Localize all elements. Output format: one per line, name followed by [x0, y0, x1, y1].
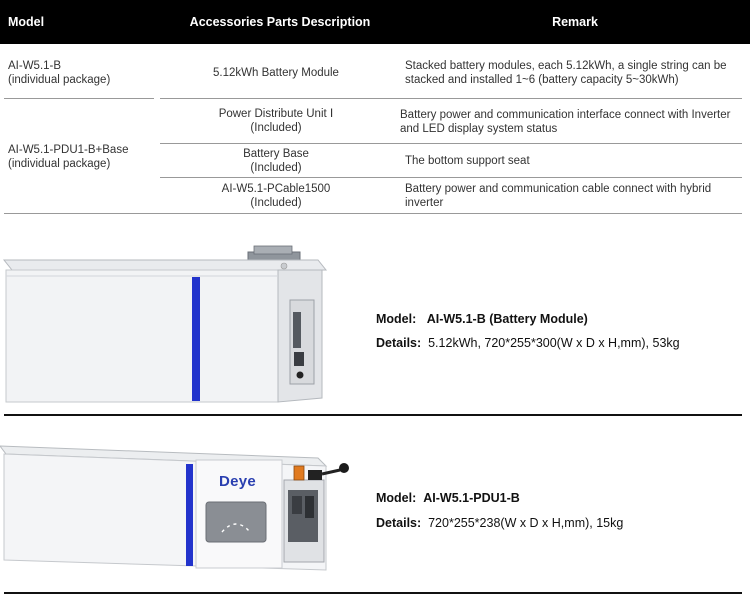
product1-details: Details: 5.12kWh, 720*255*300(W x D x H,…	[376, 336, 680, 350]
table-bottom-rule	[4, 213, 742, 214]
row2-item1-remark-line2: and LED display system status	[400, 123, 558, 135]
table-header: Model Accessories Parts Description Rema…	[0, 0, 750, 44]
product1-model-label: Model:	[376, 312, 417, 326]
row2-item1-desc-included: (Included)	[250, 122, 302, 134]
row2-item1-remark-line1: Battery power and communication interfac…	[400, 109, 731, 121]
product-separator-1	[4, 414, 742, 416]
row2-model: AI-W5.1-PDU1-B+Base (individual package)	[8, 143, 128, 171]
header-model: Model	[8, 15, 45, 29]
product2-details: Details: 720*255*238(W x D x H,mm), 15kg	[376, 516, 623, 530]
row1-remark-line1: Stacked battery modules, each 5.12kWh, a…	[405, 60, 727, 72]
row1-model: AI-W5.1-B (individual package)	[8, 59, 110, 87]
row1-model-name: AI-W5.1-B	[8, 60, 62, 72]
header-remark: Remark	[552, 15, 598, 29]
row2-item1-description: Power Distribute Unit Ⅰ (Included)	[160, 107, 392, 135]
product1-model-value: AI-W5.1-B (Battery Module)	[426, 312, 588, 326]
row1-divider-right	[160, 98, 742, 99]
row2-item2-desc-name: Battery Base	[243, 148, 309, 160]
row2-model-name: AI-W5.1-PDU1-B+Base	[8, 144, 129, 156]
row2-item3-remark: Battery power and communication cable co…	[405, 182, 711, 210]
product-separator-2	[4, 592, 742, 594]
row2-item2-description: Battery Base (Included)	[160, 147, 392, 175]
row1-divider-left	[4, 98, 154, 99]
deye-logo: Deye	[219, 473, 257, 490]
product2-model-label: Model:	[376, 491, 417, 505]
pdu-module-image	[0, 445, 349, 571]
product2-details-label: Details:	[376, 516, 422, 530]
row2-item3-desc-name: AI-W5.1-PCable1500	[221, 183, 331, 195]
battery-module-image	[2, 245, 328, 403]
row1-model-package: (individual package)	[8, 74, 111, 86]
row2-item1-desc-name: Power Distribute Unit Ⅰ	[218, 108, 334, 120]
row1-remark: Stacked battery modules, each 5.12kWh, a…	[405, 59, 727, 87]
row2-item3-remark-line2: inverter	[405, 197, 444, 209]
row2-item1-remark: Battery power and communication interfac…	[400, 108, 730, 136]
product2-model-value: AI-W5.1-PDU1-B	[423, 491, 520, 505]
row2-item3-remark-line1: Battery power and communication cable co…	[405, 183, 712, 195]
row2-item2-divider	[160, 177, 742, 178]
product2-model: Model: AI-W5.1-PDU1-B	[376, 491, 520, 505]
row2-item2-desc-included: (Included)	[250, 162, 302, 174]
row1-remark-line2: stacked and installed 1~6 (battery capac…	[405, 74, 679, 86]
row2-model-package: (individual package)	[8, 158, 111, 170]
product1-model: Model: AI-W5.1-B (Battery Module)	[376, 312, 588, 326]
product1-details-label: Details:	[376, 336, 422, 350]
row2-item3-desc-included: (Included)	[250, 197, 302, 209]
row2-item2-remark: The bottom support seat	[405, 155, 530, 167]
row2-item1-divider	[160, 143, 742, 144]
row2-item3-description: AI-W5.1-PCable1500 (Included)	[160, 182, 392, 210]
product1-details-value: 5.12kWh, 720*255*300(W x D x H,mm), 53kg	[428, 336, 680, 350]
product2-details-value: 720*255*238(W x D x H,mm), 15kg	[428, 516, 624, 530]
row1-description: 5.12kWh Battery Module	[213, 67, 339, 79]
header-description: Accessories Parts Description	[189, 15, 371, 29]
